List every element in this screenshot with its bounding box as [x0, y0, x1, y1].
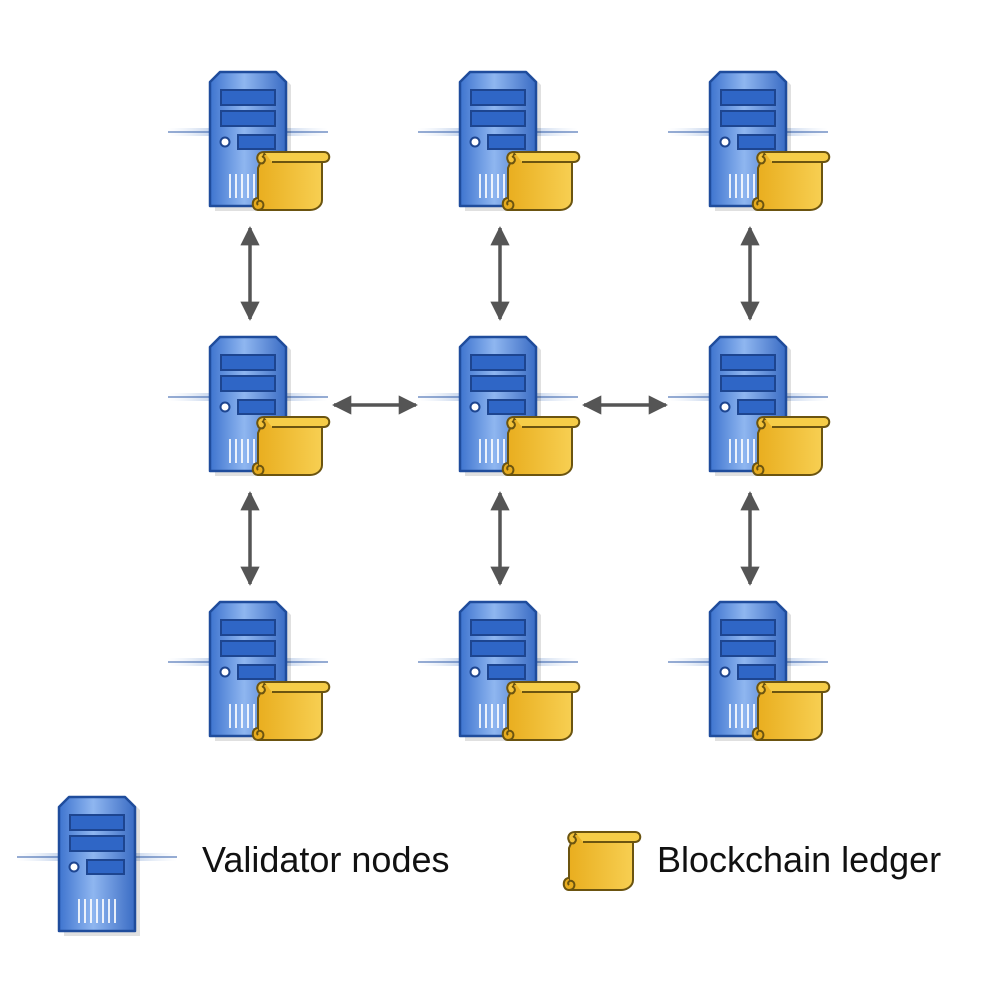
node-bottom-center: [416, 600, 581, 743]
legend-scroll-icon: [562, 831, 642, 891]
node-top-center: [416, 70, 581, 213]
scroll-icon: [751, 151, 831, 211]
scroll-icon: [251, 681, 331, 741]
scroll-icon: [501, 151, 581, 211]
scroll-icon: [251, 151, 331, 211]
legend-validator-label: Validator nodes: [202, 839, 450, 880]
scroll-icon: [501, 416, 581, 476]
node-top-right: [666, 70, 831, 213]
node-middle-right: [666, 335, 831, 478]
node-middle-left: [166, 335, 331, 478]
scroll-icon: [751, 416, 831, 476]
scroll-icon: [751, 681, 831, 741]
legend-server-icon: [15, 795, 179, 938]
scroll-icon: [501, 681, 581, 741]
node-middle-center: [416, 335, 581, 478]
connections-layer: [240, 226, 760, 586]
legend-ledger-label: Blockchain ledger: [657, 839, 942, 880]
scroll-icon: [251, 416, 331, 476]
node-bottom-left: [166, 600, 331, 743]
nodes-layer: [166, 70, 831, 743]
node-top-left: [166, 70, 331, 213]
node-bottom-right: [666, 600, 831, 743]
